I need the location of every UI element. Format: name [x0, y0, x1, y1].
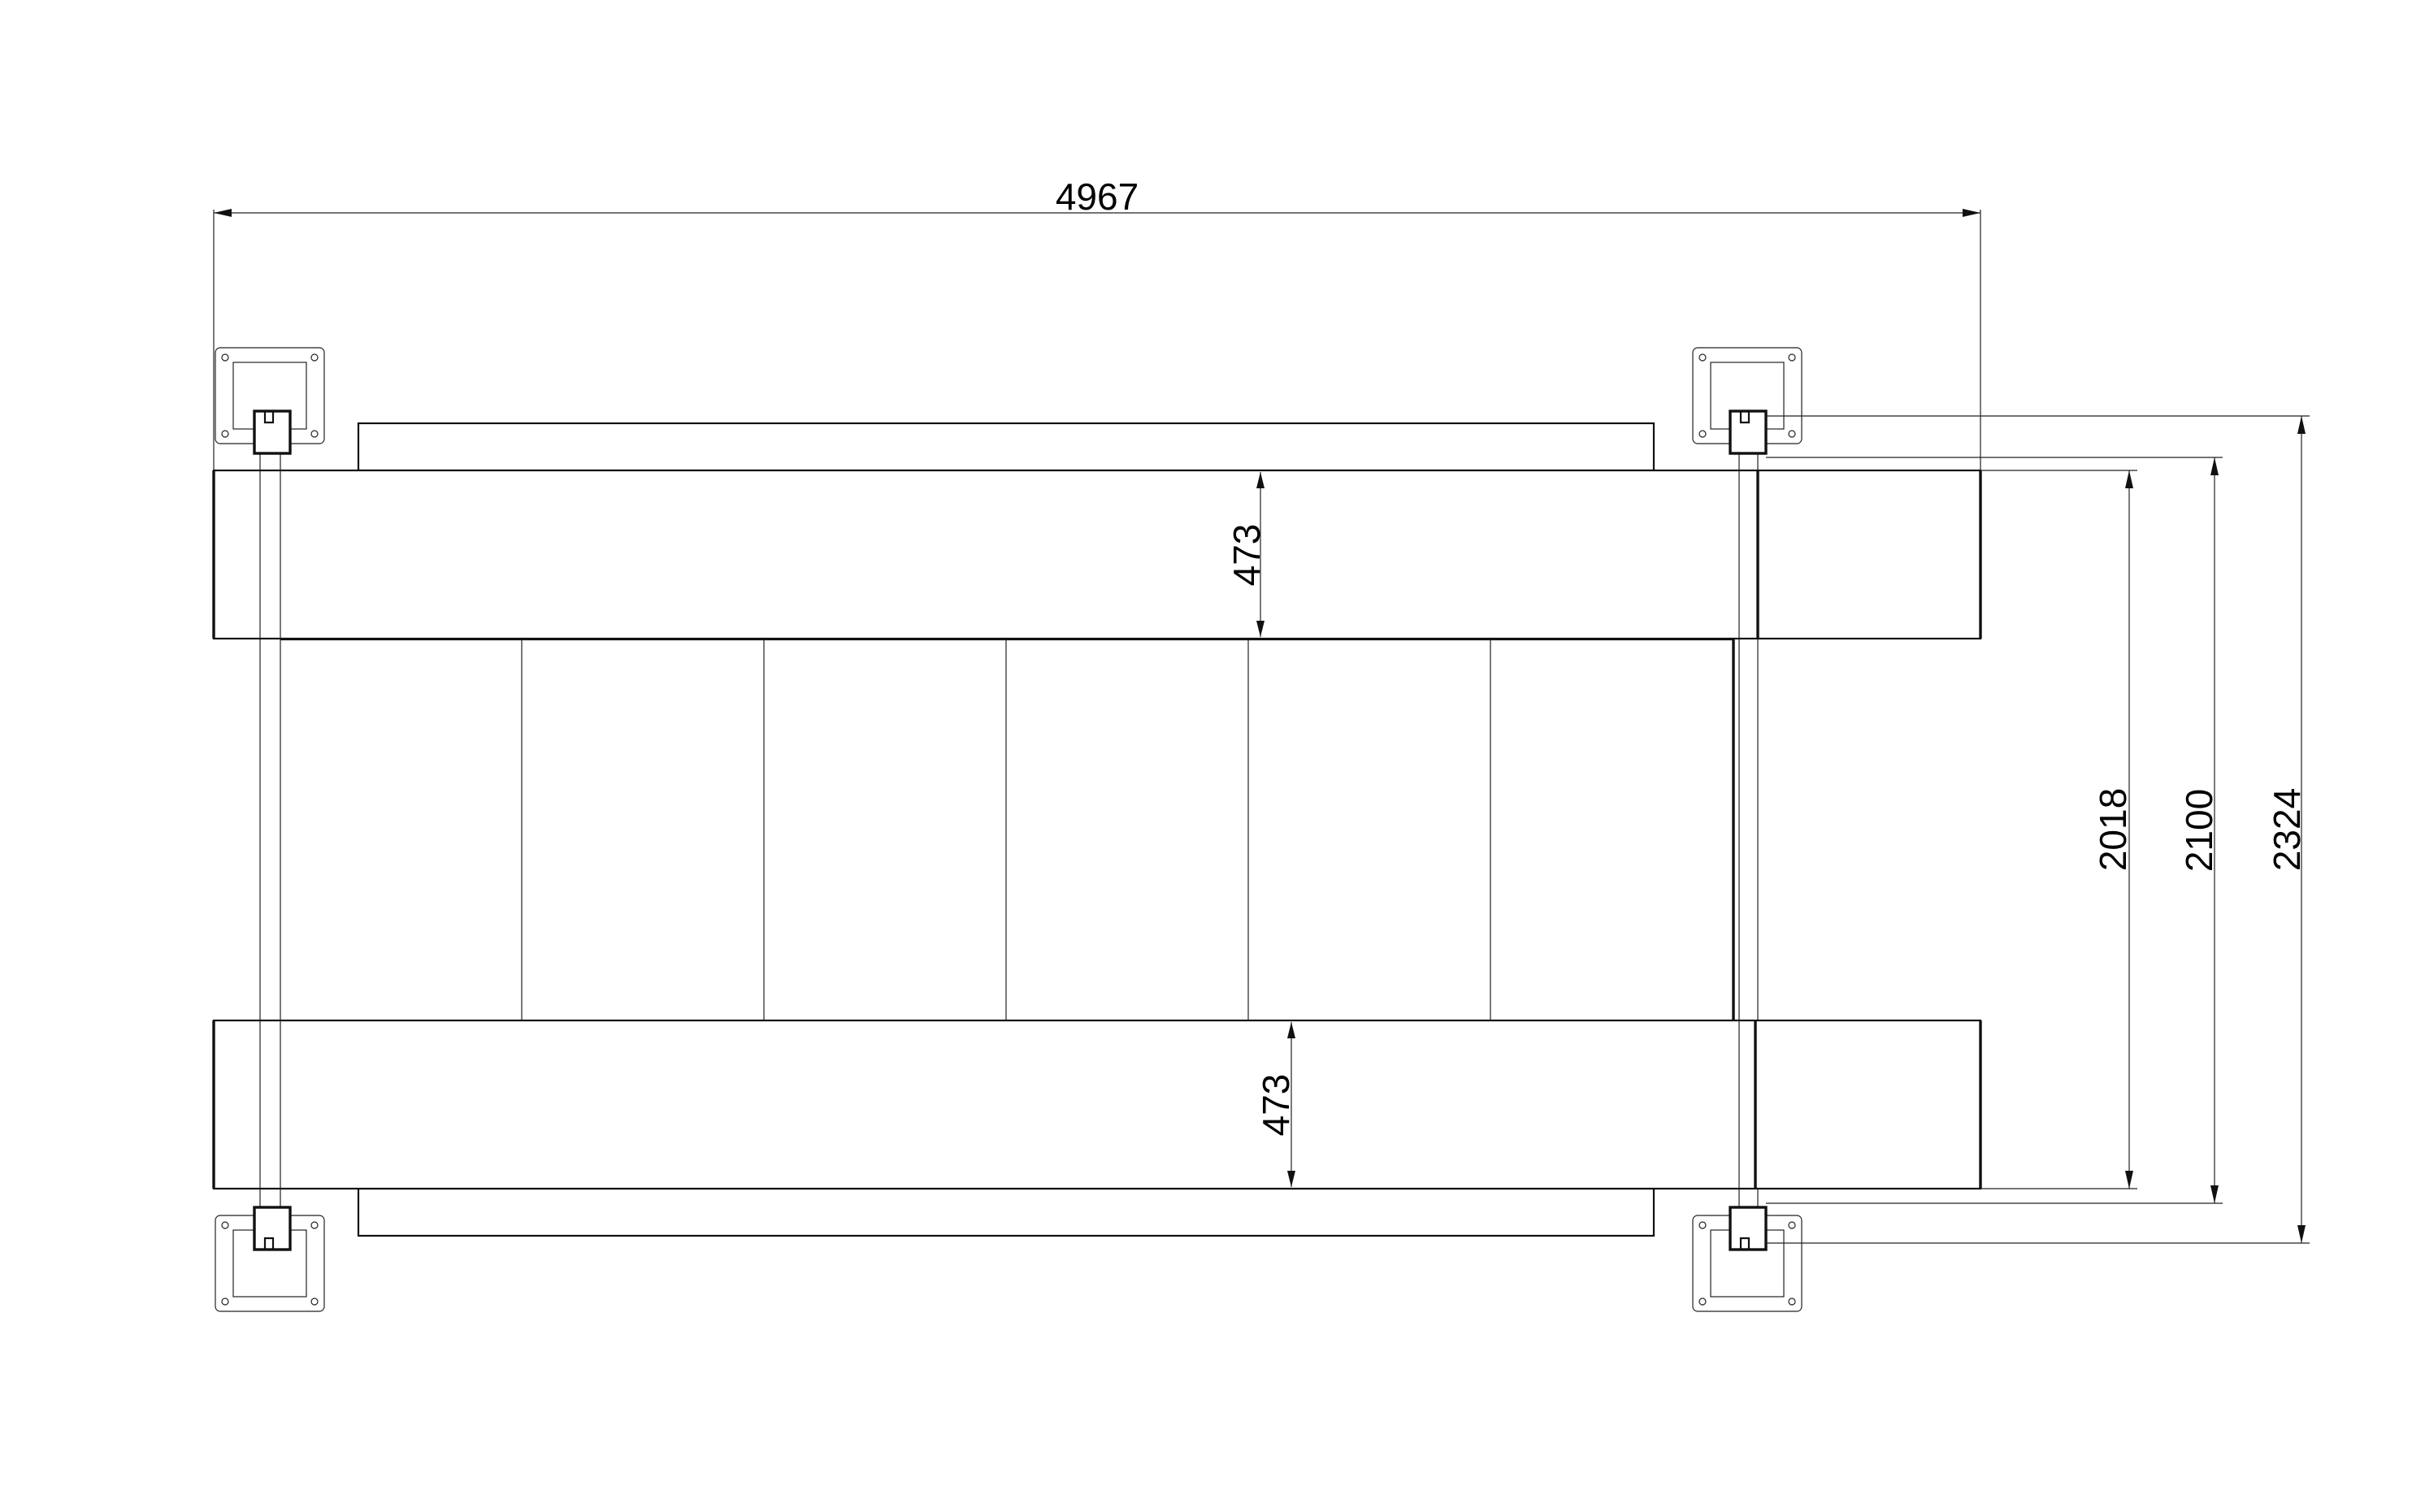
cross-beam-top — [357, 422, 1655, 472]
dimension-runway-bottom: 473 — [1255, 1022, 1297, 1187]
column-base-top-right — [1692, 347, 1802, 455]
dimension-overall-length: 4967 — [213, 175, 1981, 470]
dimension-column-centers: 2100 — [1766, 457, 2223, 1204]
column-base-top-left — [215, 347, 325, 455]
dimension-inner-width: 2018 — [1980, 470, 2137, 1189]
deck-panels — [280, 638, 1735, 1025]
runway-top — [212, 469, 1982, 640]
dimension-runway-top-label: 473 — [1226, 524, 1268, 587]
runway-bottom — [212, 1019, 1982, 1190]
dimension-runway-top: 473 — [1226, 472, 1268, 637]
cross-beam-bottom — [357, 1187, 1655, 1237]
dimension-inner-width-label: 2018 — [2092, 788, 2134, 871]
dimension-column-centers-label: 2100 — [2178, 789, 2220, 872]
dimension-overall-length-label: 4967 — [1056, 175, 1139, 218]
column-base-bottom-left — [215, 1206, 325, 1312]
column-base-bottom-right — [1692, 1206, 1802, 1312]
dimension-runway-bottom-label: 473 — [1255, 1074, 1297, 1137]
dimension-overall-width: 2324 — [1766, 415, 2310, 1244]
dimension-overall-width-label: 2324 — [2266, 788, 2308, 871]
